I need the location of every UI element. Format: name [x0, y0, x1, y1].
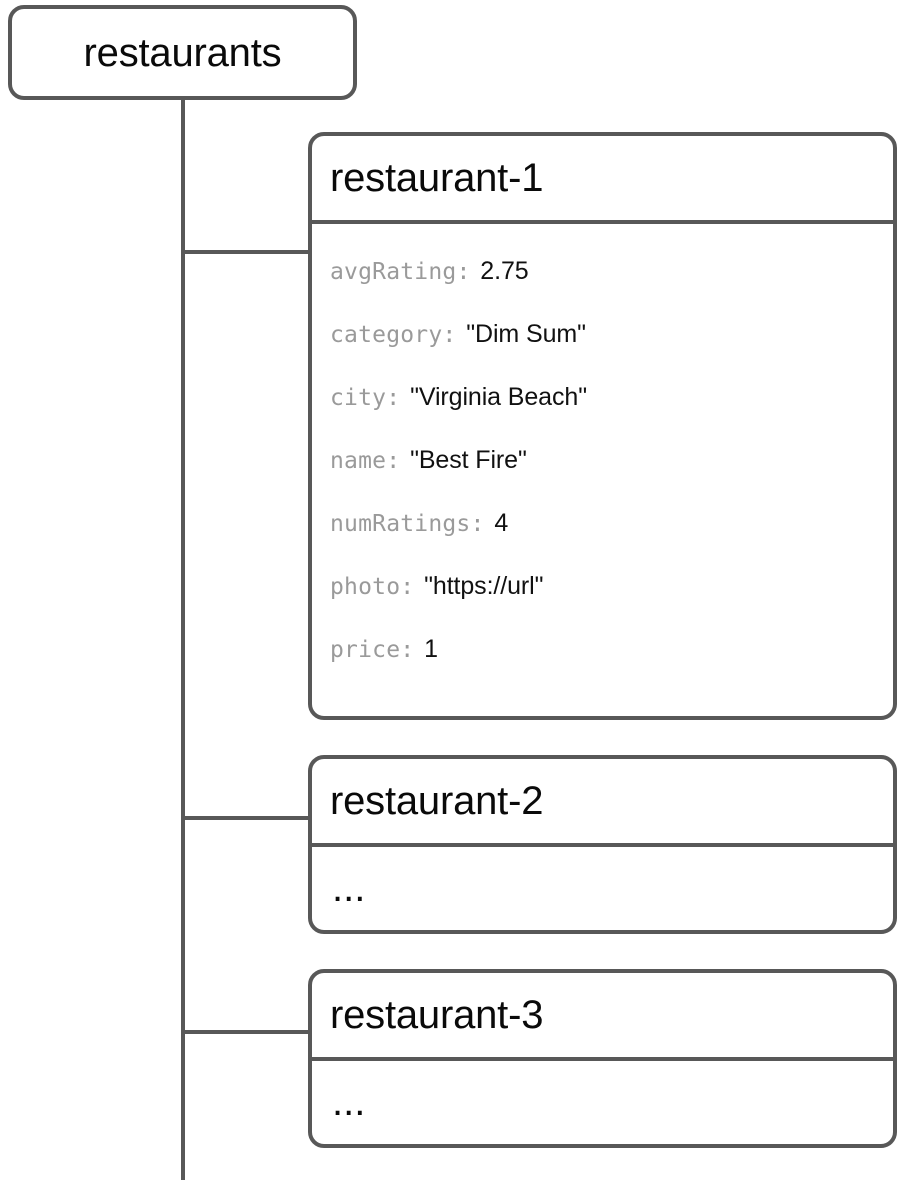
document-header-restaurant-1[interactable]: restaurant-1	[312, 136, 893, 224]
branch-line-restaurant-1	[181, 250, 312, 254]
field-row-category: category : "Dim Sum"	[312, 303, 893, 366]
field-colon-name: :	[386, 447, 401, 474]
field-value-category: "Dim Sum"	[466, 320, 586, 348]
field-key-name: name	[330, 447, 387, 474]
document-title-restaurant-1: restaurant-1	[330, 156, 544, 200]
field-value-name: "Best Fire"	[410, 446, 527, 474]
document-title-restaurant-3: restaurant-3	[330, 993, 544, 1037]
field-row-photo: photo : "https://url"	[312, 555, 893, 618]
branch-line-restaurant-3	[181, 1030, 312, 1034]
field-row-avgRating: avgRating : 2.75	[312, 240, 893, 303]
field-value-photo: "https://url"	[424, 572, 544, 600]
trunk-vertical-line	[181, 100, 185, 1180]
field-colon-city: :	[386, 384, 401, 411]
field-value-city: "Virginia Beach"	[410, 383, 587, 411]
root-node-restaurants[interactable]: restaurants	[8, 5, 357, 100]
document-header-restaurant-2[interactable]: restaurant-2	[312, 759, 893, 847]
field-colon-numRatings: :	[470, 510, 485, 537]
document-body-restaurant-3: ...	[312, 1061, 893, 1143]
field-key-avgRating: avgRating	[330, 258, 457, 285]
field-colon-photo: :	[400, 573, 415, 600]
document-title-restaurant-2: restaurant-2	[330, 779, 544, 823]
document-card-restaurant-1[interactable]: restaurant-1 avgRating : 2.75 category :…	[308, 132, 897, 720]
document-card-restaurant-3[interactable]: restaurant-3 ...	[308, 969, 897, 1148]
field-colon-price: :	[400, 636, 415, 663]
field-key-price: price	[330, 636, 401, 663]
field-row-price: price : 1	[312, 618, 893, 681]
root-node-label: restaurants	[83, 30, 282, 75]
field-key-photo: photo	[330, 573, 401, 600]
ellipsis-restaurant-3: ...	[332, 1080, 366, 1124]
ellipsis-restaurant-2: ...	[332, 866, 366, 910]
field-value-numRatings: 4	[494, 509, 509, 537]
document-header-restaurant-3[interactable]: restaurant-3	[312, 973, 893, 1061]
field-key-category: category	[330, 321, 443, 348]
field-value-avgRating: 2.75	[480, 257, 529, 285]
field-list-restaurant-1: avgRating : 2.75 category : "Dim Sum" ci…	[312, 224, 893, 703]
field-row-name: name : "Best Fire"	[312, 429, 893, 492]
field-colon-category: :	[442, 321, 457, 348]
field-key-numRatings: numRatings	[330, 510, 471, 537]
field-key-city: city	[330, 384, 387, 411]
branch-line-restaurant-2	[181, 816, 312, 820]
field-colon-avgRating: :	[456, 258, 471, 285]
field-value-price: 1	[424, 635, 438, 663]
field-row-numRatings: numRatings : 4	[312, 492, 893, 555]
document-body-restaurant-1: avgRating : 2.75 category : "Dim Sum" ci…	[312, 224, 893, 703]
document-body-restaurant-2: ...	[312, 847, 893, 929]
document-card-restaurant-2[interactable]: restaurant-2 ...	[308, 755, 897, 934]
field-row-city: city : "Virginia Beach"	[312, 366, 893, 429]
